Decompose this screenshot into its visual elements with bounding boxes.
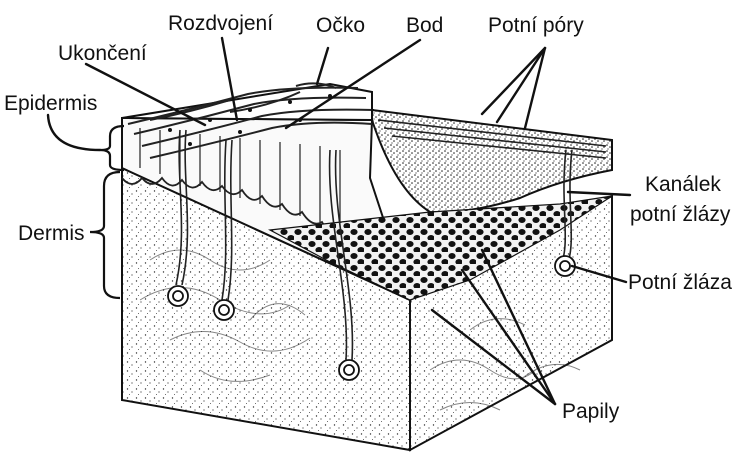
label-rozdvojeni: Rozdvojení bbox=[168, 12, 273, 35]
leader-pory-2 bbox=[497, 48, 545, 122]
label-epidermis: Epidermis bbox=[4, 92, 97, 115]
leader-ocko bbox=[317, 48, 328, 84]
skin-block bbox=[122, 83, 612, 450]
label-kanalek-line1: Kanálek bbox=[645, 173, 721, 196]
label-dermis: Dermis bbox=[18, 222, 85, 245]
label-ocko: Očko bbox=[316, 14, 365, 37]
label-papily: Papily bbox=[562, 400, 620, 423]
label-kanalek-line2: potní žlázy bbox=[630, 203, 731, 226]
leader-kanalek bbox=[568, 192, 630, 195]
label-potni-zlaza: Potní žláza bbox=[628, 271, 732, 294]
epidermis-connector bbox=[48, 115, 100, 150]
dermis-brace bbox=[90, 172, 120, 298]
peeled-epidermis bbox=[372, 110, 612, 212]
label-potni-pory: Potní póry bbox=[488, 14, 584, 37]
label-ukonceni: Ukončení bbox=[58, 42, 147, 65]
epidermis-brace bbox=[100, 126, 124, 170]
label-bod: Bod bbox=[406, 14, 443, 37]
